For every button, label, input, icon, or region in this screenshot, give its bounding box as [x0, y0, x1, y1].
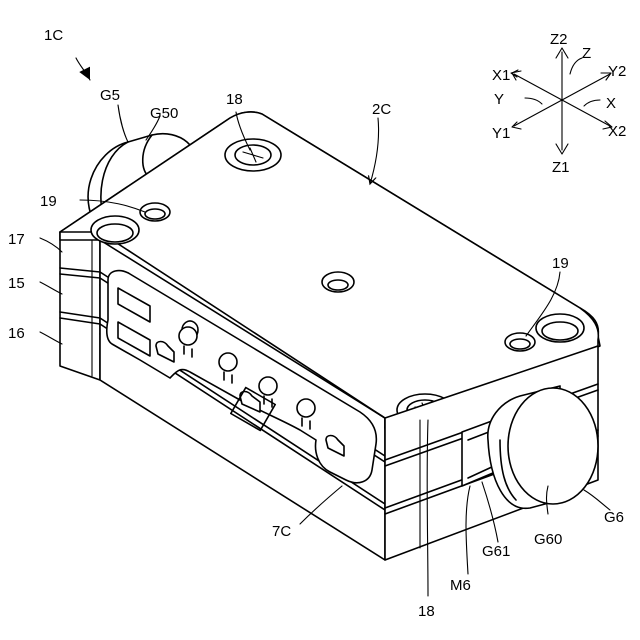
axis-label-z1: Z1: [552, 159, 570, 176]
axis-label-x: X: [606, 95, 616, 112]
label-g6: G6: [604, 509, 624, 526]
label-16: 16: [8, 325, 25, 342]
axis-label-y2: Y2: [608, 63, 626, 80]
label-m6: M6: [450, 577, 471, 594]
coordinate-axes: [511, 48, 612, 154]
label-g61: G61: [482, 543, 510, 560]
label-17: 17: [8, 231, 25, 248]
axis-label-z2: Z2: [550, 31, 568, 48]
axis-label-y: Y: [494, 91, 504, 108]
label-19-right: 19: [552, 255, 569, 272]
label-g50: G50: [150, 105, 178, 122]
label-18-top: 18: [226, 91, 243, 108]
label-g5: G5: [100, 87, 120, 104]
label-g60: G60: [534, 531, 562, 548]
axis-label-x2: X2: [608, 123, 626, 140]
label-figure: 1C: [44, 27, 63, 44]
knob-g6: [488, 386, 598, 508]
axis-label-y1: Y1: [492, 125, 510, 142]
label-7c: 7C: [272, 523, 291, 540]
label-19-left: 19: [40, 193, 57, 210]
label-15: 15: [8, 275, 25, 292]
axis-label-x1: X1: [492, 67, 510, 84]
label-18-bottom: 18: [418, 603, 435, 620]
label-2c: 2C: [372, 101, 391, 118]
axis-label-z: Z: [582, 45, 591, 62]
